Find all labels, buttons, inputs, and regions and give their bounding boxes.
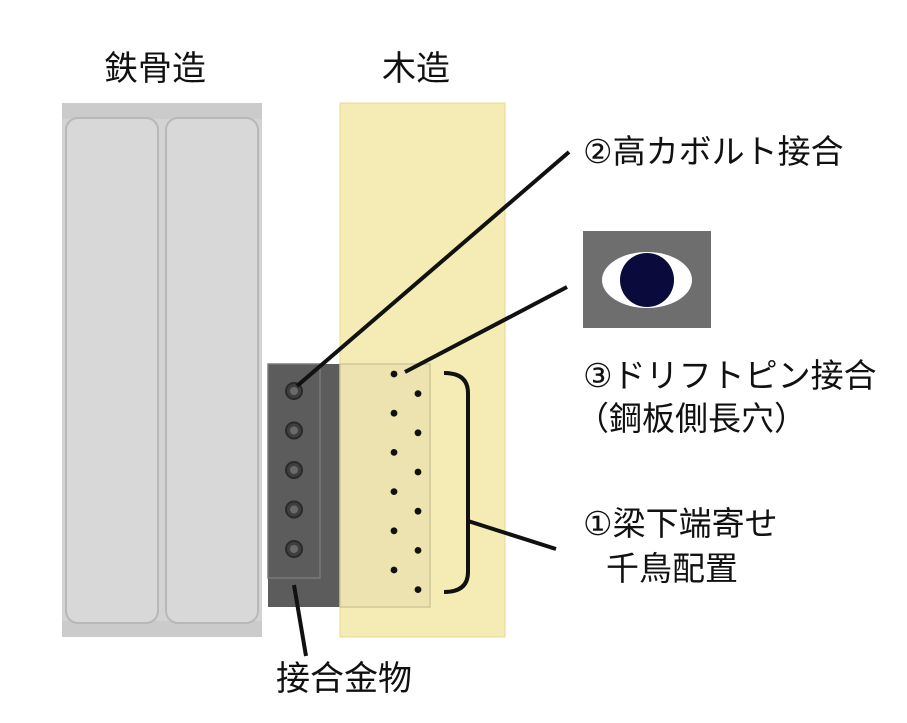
drift-pin-2 (414, 390, 422, 397)
bolt-4-head (290, 505, 298, 514)
bolt-1-head (290, 387, 298, 395)
drift-pin-12 (414, 586, 422, 593)
drift-pin-10 (414, 547, 422, 554)
bolt-2-head (290, 426, 298, 435)
bolt-leader-line (295, 150, 571, 388)
stagger-leader-line (467, 519, 557, 551)
connection-hardware-label: 接合金物 (276, 659, 412, 699)
drift-pin-5 (390, 449, 398, 456)
pin-leader-line (404, 285, 568, 374)
bolt-joint-label: ②高カボルト接合 (583, 132, 844, 171)
connection-plate (267, 363, 431, 608)
steel-structure-label: 鉄骨造 (104, 49, 206, 89)
hardware-leader-line (292, 584, 308, 657)
drift-pin-1 (390, 370, 398, 378)
slotted-hole-label: （鋼板側長穴） (576, 399, 807, 438)
stagger-label-line1: ①梁下端寄せ (583, 504, 778, 543)
drift-pin-joint-label: ③ドリフトピン接合 (583, 356, 877, 395)
wood-structure-label: 木造 (382, 49, 450, 89)
drift-pin-9 (390, 527, 398, 535)
steel-member (62, 103, 262, 637)
drift-pin-7 (390, 488, 398, 495)
bolt-3-head (290, 466, 298, 474)
leader-lines (292, 150, 571, 657)
drift-pin-section-icon (620, 253, 674, 307)
bolt-5-head (290, 545, 298, 553)
drift-pin-3 (390, 409, 398, 417)
drift-pin-11 (390, 566, 398, 574)
pin-group-bracket (443, 371, 470, 594)
stagger-label-line2: 千鳥配置 (606, 549, 738, 588)
slotted-hole-inset (583, 231, 711, 328)
drift-pin-6 (414, 468, 422, 476)
drift-pin-8 (414, 507, 422, 515)
drift-pin-4 (414, 429, 422, 437)
drift-pins (390, 370, 422, 593)
